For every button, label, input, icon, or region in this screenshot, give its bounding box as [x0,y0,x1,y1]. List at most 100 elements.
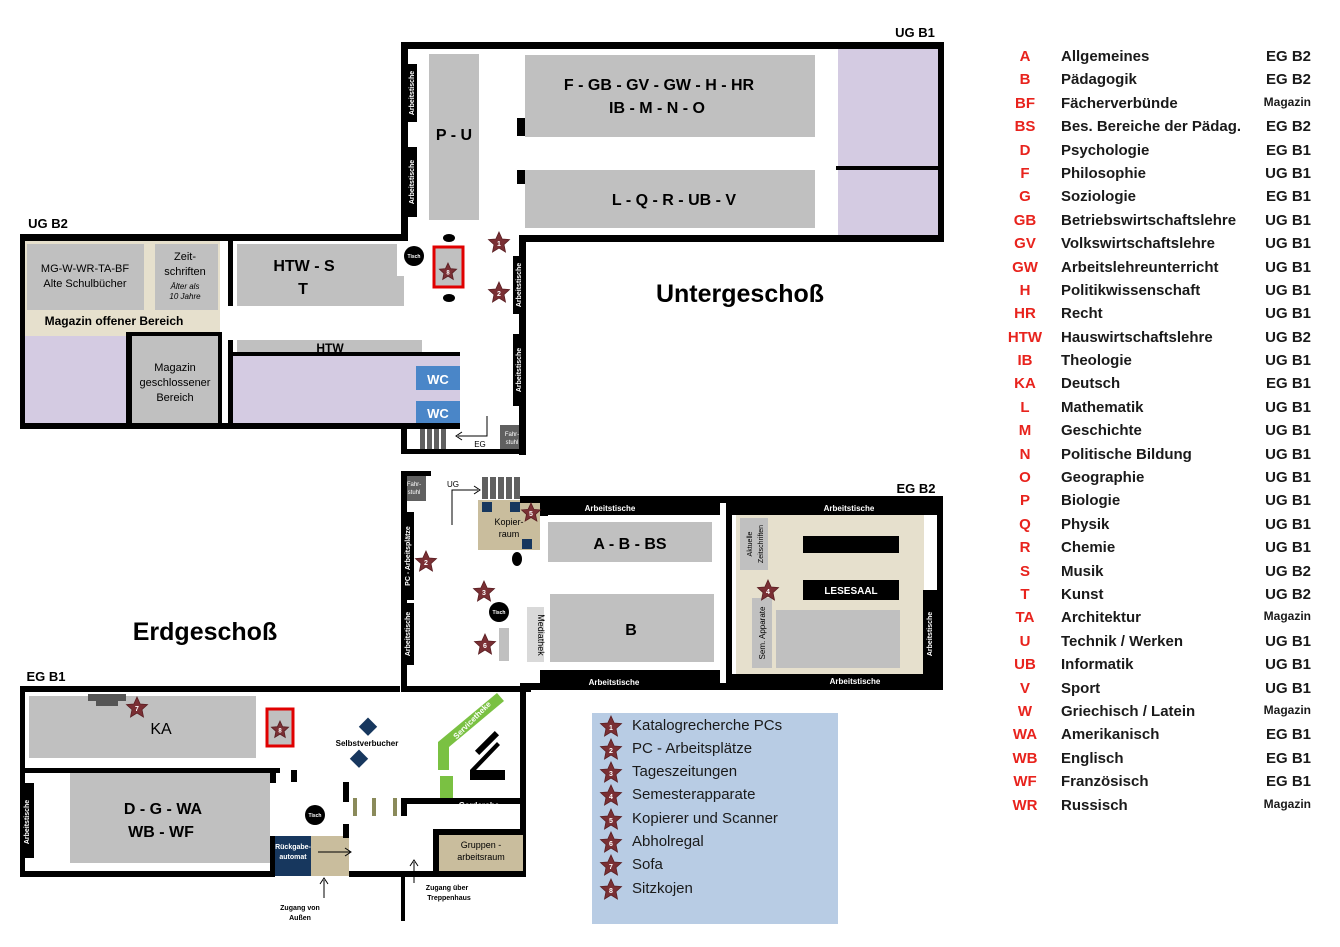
room-label: MG-W-WR-TA-BF [41,263,129,275]
subject-code: TA [1015,609,1035,627]
legend-label: Abholregal [632,833,704,850]
subject-name: Betriebswirtschaftslehre [1061,211,1237,229]
subject-code: UB [1014,656,1036,674]
arbeitstische-label: Arbeitstische [824,504,875,513]
subject-name: Französisch [1061,773,1149,791]
subject-location: Magazin [1263,702,1311,717]
subject-location: EG B1 [1265,375,1311,393]
arbeitstische-label: Arbeitstische [589,678,640,687]
wc-1 [416,366,460,390]
room-label: LESESAAL [824,586,877,597]
room-label: Außen [289,915,311,922]
star-icon: 1 [487,231,511,253]
subject-location: UG B1 [1265,515,1311,533]
tisch-eg-1 [489,602,509,622]
subject-code: WA [1012,726,1038,744]
subject-code: BS [1014,118,1036,136]
shelf-label: P - U [436,127,472,144]
subject-name: Politische Bildung [1061,445,1192,463]
subject-name: Recht [1061,305,1103,323]
room-label: arbeitsraum [457,852,505,862]
shelf-l-q-r [525,170,815,228]
subject-location: EG B2 [1265,118,1311,136]
subject-location: UG B2 [1265,328,1311,346]
subject-name: Russisch [1061,796,1128,814]
room-label: Magazin [154,362,196,374]
legend-label: Kopierer und Scanner [632,810,778,827]
shelf-mg-w [27,244,144,310]
shelf-label: F - GB - GV - GW - H - HR [564,77,755,94]
subject-location: UG B1 [1265,235,1311,253]
svg-text:2: 2 [497,291,501,298]
fahrstuhl-label: Fahr- [407,482,421,488]
star-icon: 3 [472,580,496,602]
legend-label: Sofa [632,856,663,873]
subject-name: Fächerverbünde [1061,94,1178,112]
subject-name: Philosophie [1061,164,1147,182]
magazin-geschlossen [132,336,218,424]
svg-text:4: 4 [609,794,613,801]
wc-2 [416,401,460,425]
subject-name: Hauswirtschaftslehre [1061,328,1213,346]
svg-text:7: 7 [135,706,139,713]
shelf-d-g-wa [70,773,270,863]
room-label: Treppenhaus [427,895,471,902]
arbeitstische-label: Arbeitstische [409,71,416,115]
shelf-label: T [298,281,308,298]
shelf-label: KA [150,721,172,738]
room-label: Mediathek [536,614,546,656]
subject-code: A [1019,48,1031,65]
stairs-eg [482,477,520,499]
room-label: Zeitschriften [758,525,765,563]
star-icon: 7 [125,696,149,718]
subject-code: WF [1013,773,1037,791]
subject-code: G [1019,188,1031,206]
mediathek-shelf [527,607,544,662]
subject-name: Geographie [1061,469,1145,487]
arrow-to-eg [455,416,488,441]
erdgeschoss-title: Erdgeschoß [133,618,277,646]
legend-label: Katalogrecherche PCs [632,717,783,734]
subject-code: U [1019,632,1031,650]
fahrstuhl-label: Fahr- [505,432,519,438]
svg-text:2: 2 [609,748,613,755]
room-label: Selbstverbucher [336,739,399,748]
subject-code: HR [1014,305,1036,323]
subject-location: EG B1 [1265,773,1311,791]
room-label: Servicetheke [452,699,494,741]
ug-b2-magazin-left [24,336,126,424]
room-label: Sem. Apparate [758,606,767,659]
floor-label-ug-b1: UG B1 [895,25,935,40]
subject-code: T [1020,585,1030,603]
room-label: Aktuelle [747,531,754,556]
stairs-ug [420,428,446,450]
star-icon: 7 [599,854,623,876]
subject-name: Geschichte [1061,422,1142,440]
room-label: Garderobe [459,801,500,810]
room-label: Zugang über [426,885,469,892]
subject-code: N [1019,445,1031,463]
svg-text:8: 8 [446,271,450,277]
subject-location: UG B1 [1265,258,1311,276]
subject-code: WB [1012,749,1038,767]
aktuelle-zeitschriften-shelf [740,518,768,570]
room-label: schriften [164,266,206,278]
servicetheke [438,693,504,770]
subject-name: Bes. Bereiche der Pädag. [1061,118,1242,136]
legend-label: Sitzkojen [632,880,693,897]
svg-text:8: 8 [278,729,282,735]
